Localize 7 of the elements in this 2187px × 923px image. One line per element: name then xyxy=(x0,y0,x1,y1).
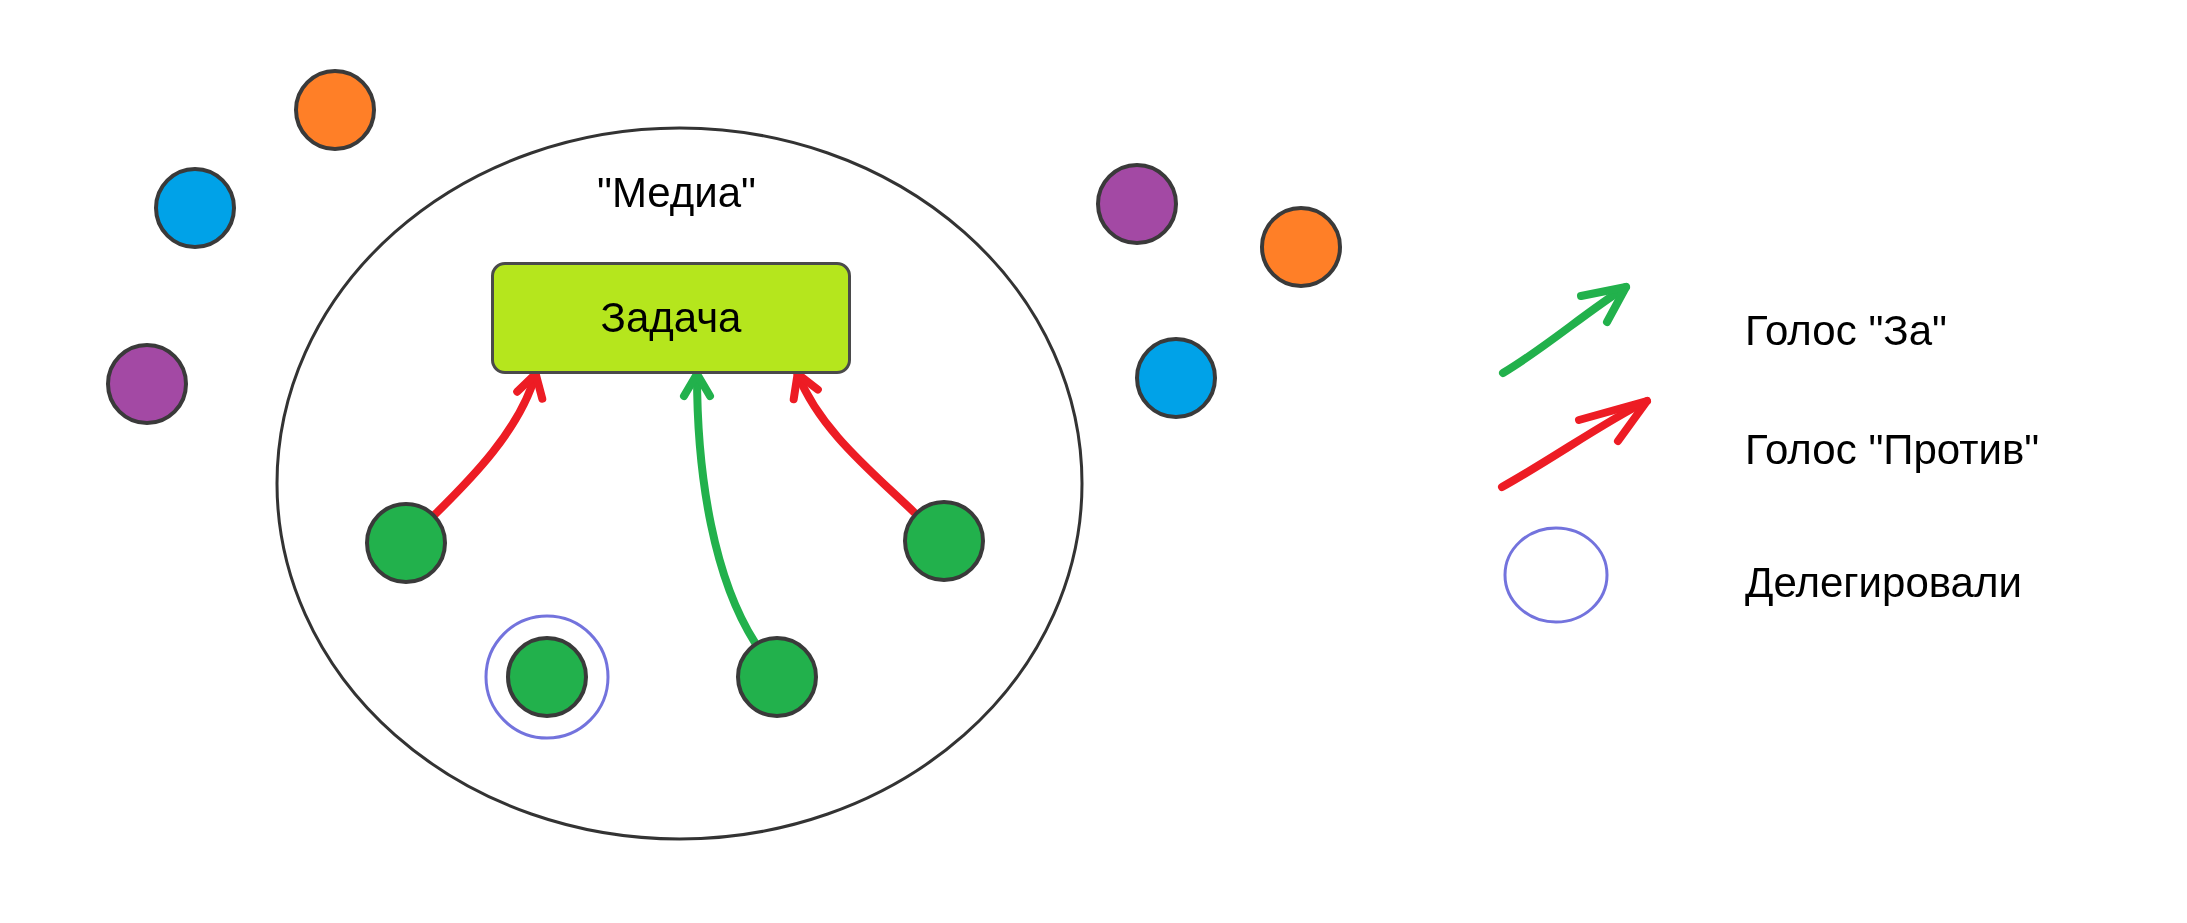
task-title: Задача xyxy=(599,293,743,343)
legend-label: Голос "Против" xyxy=(1745,425,2040,475)
legend-label: Голос "За" xyxy=(1745,306,1947,356)
group-title: "Медиа" xyxy=(595,168,757,218)
task-box xyxy=(491,262,851,374)
group-ellipse xyxy=(275,126,1084,841)
legend-label: Делегировали xyxy=(1745,558,2022,608)
